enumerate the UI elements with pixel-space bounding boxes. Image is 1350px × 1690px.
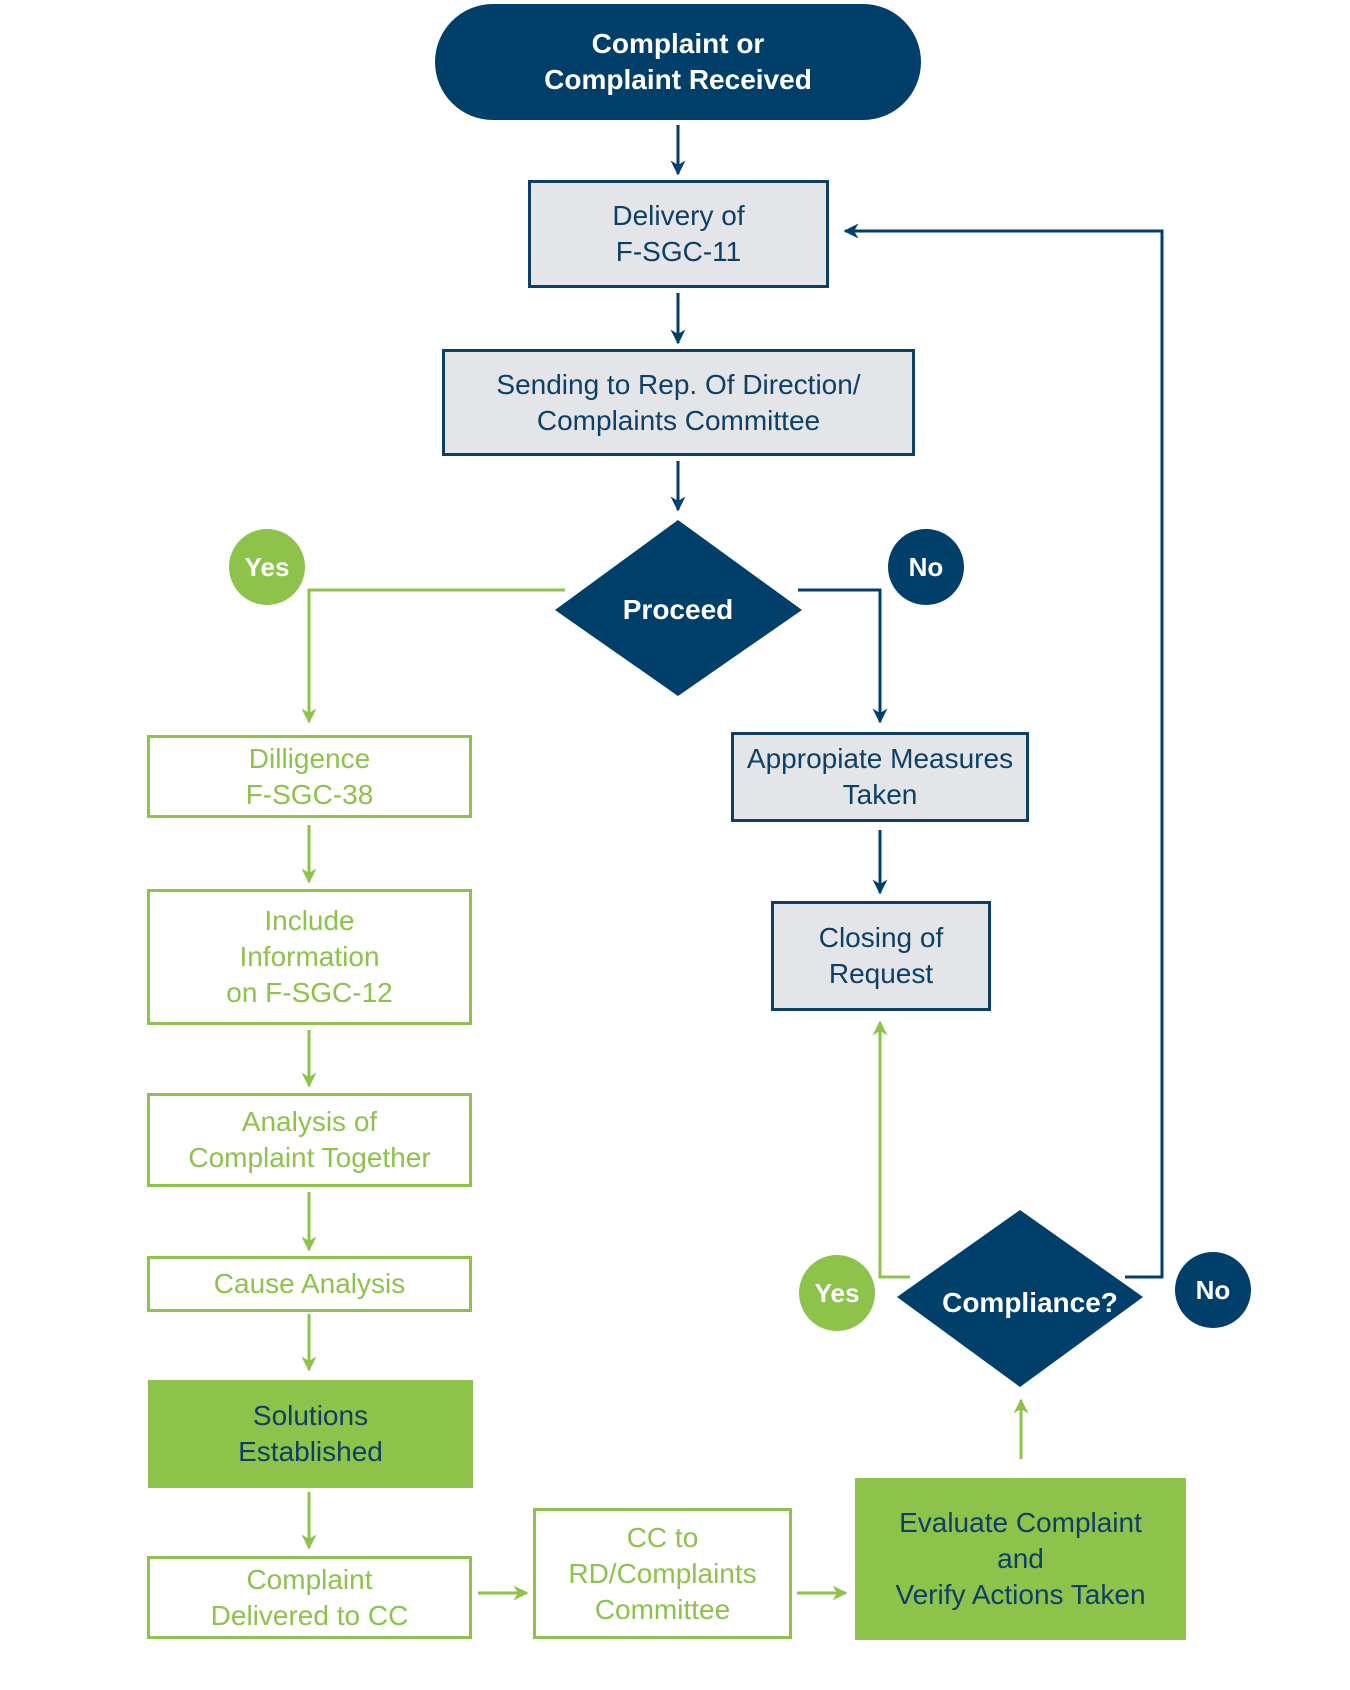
proceed-yes-badge: Yes [229, 529, 305, 605]
compliance-yes-badge: Yes [799, 1255, 875, 1331]
proceed-label: Proceed [622, 594, 734, 625]
closing-box: Closing of Request [771, 901, 991, 1011]
delivered-cc-box: Complaint Delivered to CC [147, 1556, 472, 1639]
cc-rd-box: CC to RD/Complaints Committee [533, 1508, 792, 1639]
start-terminal: Complaint or Complaint Received [435, 4, 921, 120]
compliance-no-badge: No [1175, 1252, 1251, 1328]
evaluate-box: Evaluate Complaint and Verify Actions Ta… [855, 1478, 1186, 1640]
proceed-diamond [555, 520, 802, 696]
cause-box: Cause Analysis [147, 1256, 472, 1312]
arrow-compliance-yes [872, 1020, 910, 1279]
solutions-box: Solutions Established [148, 1380, 473, 1488]
measures-box: Appropiate Measures Taken [731, 732, 1029, 822]
arrow-proceed-yes [301, 588, 565, 724]
analysis-box: Analysis of Complaint Together [147, 1093, 472, 1187]
arrow-proceed-no [798, 588, 888, 724]
proceed-no-badge: No [888, 529, 964, 605]
compliance-diamond [897, 1210, 1143, 1387]
include-info-box: Include Information on F-SGC-12 [147, 889, 472, 1025]
diligence-box: Dilligence F-SGC-38 [147, 735, 472, 818]
compliance-label: Compliance? [942, 1287, 1118, 1318]
delivery-box: Delivery of F-SGC-11 [528, 180, 829, 288]
sending-box: Sending to Rep. Of Direction/ Complaints… [442, 349, 915, 456]
arrow-compliance-no [843, 223, 1164, 1279]
